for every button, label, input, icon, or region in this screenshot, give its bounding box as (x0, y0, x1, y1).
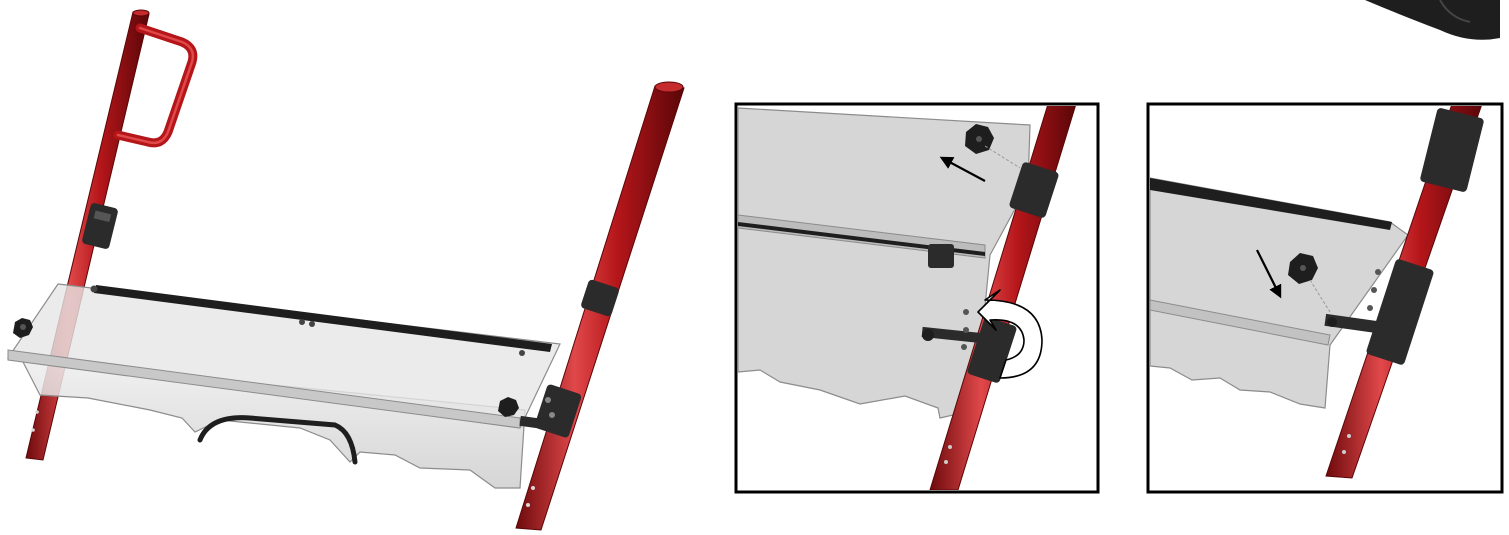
bracket (519, 415, 553, 431)
tube-end-cap (1365, 0, 1500, 40)
detail-view-install-knob (1146, 102, 1504, 494)
direction-arrow-icon (1256, 249, 1282, 299)
rubber-strip (94, 285, 552, 352)
star-knob-icon (498, 397, 519, 417)
tube-clamp-icon (581, 279, 619, 317)
detail-view-remove-knob (734, 102, 1100, 494)
shield-panel-body (20, 359, 526, 489)
star-knob-icon (13, 318, 33, 338)
direction-arrow-icon (939, 156, 986, 182)
rotate-arrow-icon (977, 289, 1043, 379)
main-assembly (6, 9, 685, 531)
star-knob-icon (965, 124, 994, 154)
tube-clamp-icon (82, 203, 118, 249)
star-knob-icon (1288, 253, 1318, 284)
hinge (928, 244, 954, 268)
